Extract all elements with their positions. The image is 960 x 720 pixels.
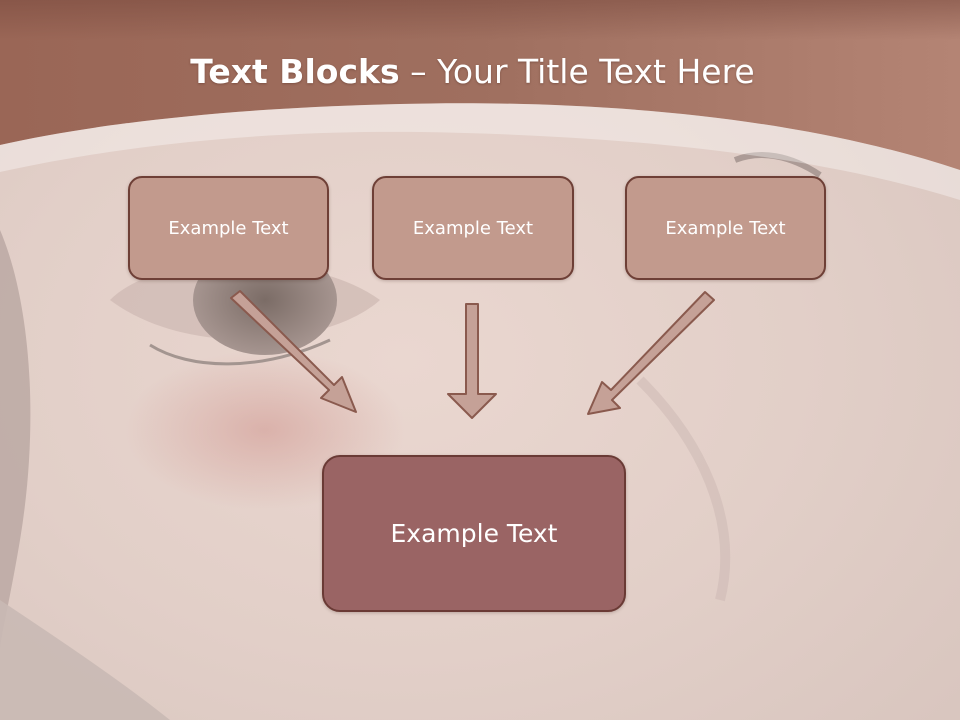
title-bold-part: Text Blocks bbox=[190, 52, 400, 91]
arrow-center-down bbox=[447, 303, 497, 419]
arrow-left-diagonal bbox=[230, 290, 357, 413]
hair-shadow-left bbox=[0, 230, 31, 650]
text-block-bottom-label: Example Text bbox=[390, 519, 558, 548]
text-block-top-right-label: Example Text bbox=[665, 217, 786, 239]
text-block-top-center-label: Example Text bbox=[412, 217, 534, 239]
slide-title: Text Blocks – Your Title Text Here bbox=[0, 52, 945, 91]
text-block-top-left[interactable]: Example Text bbox=[128, 176, 329, 280]
text-block-top-right[interactable]: Example Text bbox=[625, 176, 826, 280]
header-band bbox=[0, 0, 960, 200]
text-block-bottom[interactable]: Example Text bbox=[322, 455, 626, 612]
arrow-right-diagonal bbox=[587, 291, 715, 415]
header-top-shade bbox=[0, 0, 960, 40]
header-fill bbox=[0, 0, 960, 170]
text-block-top-center[interactable]: Example Text bbox=[372, 176, 574, 280]
header-swoosh bbox=[0, 103, 960, 200]
hair-shadow-bottom bbox=[0, 600, 170, 720]
title-subtitle-part: – Your Title Text Here bbox=[410, 52, 755, 91]
nose-contour bbox=[636, 376, 731, 602]
lower-lashes bbox=[149, 338, 331, 366]
text-block-top-left-label: Example Text bbox=[168, 217, 289, 239]
eye-corner-right bbox=[733, 152, 822, 178]
